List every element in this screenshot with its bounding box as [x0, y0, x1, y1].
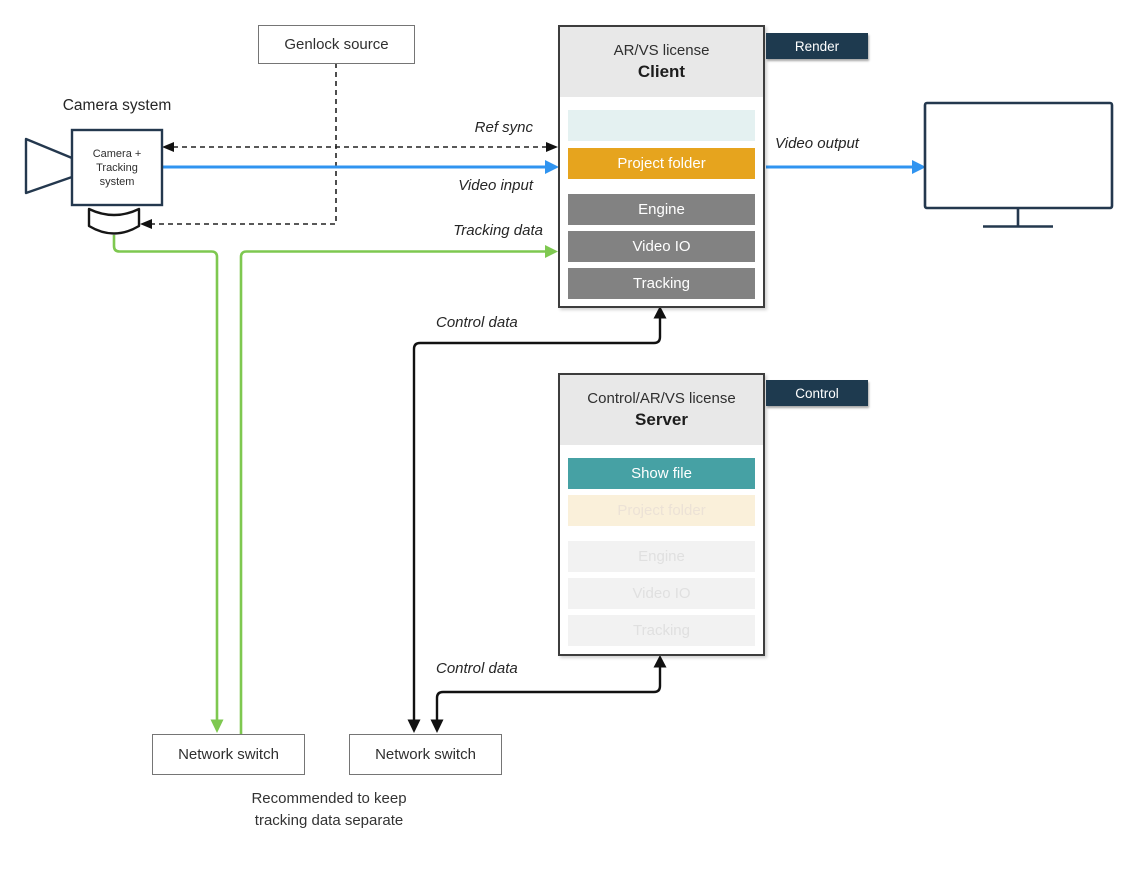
network-switch-left-label: Network switch	[178, 746, 279, 763]
ref-sync-label: Ref sync	[474, 119, 533, 136]
server-rows: Show file Project folder Engine Video IO…	[560, 445, 763, 646]
server-panel: Control/AR/VS license Server Show file P…	[558, 373, 765, 656]
server-row-show-file: Show file	[568, 458, 755, 489]
genlock-arrowhead	[140, 219, 152, 229]
control-arrowhead-server	[653, 655, 667, 668]
server-row-tracking: Tracking	[568, 615, 755, 646]
control-data-bottom-label: Control data	[436, 660, 518, 677]
client-license-label: AR/VS license	[613, 42, 710, 59]
control-arrowhead-switch-2	[430, 719, 444, 733]
video-output-label: Video output	[775, 135, 859, 152]
tracking-arrowhead-client	[545, 245, 558, 258]
video-input-label: Video input	[458, 177, 533, 194]
monitor-icon	[923, 101, 1114, 228]
control-arrowhead-switch-1	[407, 719, 421, 733]
video-output-arrowhead	[912, 160, 926, 174]
server-role-label: Server	[635, 410, 688, 429]
tracking-line-switch-to-client	[239, 250, 545, 734]
control-line-server	[435, 665, 662, 720]
client-row-empty-slot	[568, 110, 755, 141]
camera-icon	[24, 128, 164, 235]
server-row-engine: Engine	[568, 541, 755, 572]
client-row-video-io: Video IO	[568, 231, 755, 262]
server-license-label: Control/AR/VS license	[587, 390, 736, 407]
render-tag: Render	[766, 33, 868, 59]
genlock-source-label: Genlock source	[284, 36, 389, 53]
camera-lens-shape	[24, 137, 74, 195]
network-switch-left-box: Network switch	[152, 734, 305, 775]
server-panel-header: Control/AR/VS license Server	[560, 375, 763, 445]
client-panel: AR/VS license Client Project folder Engi…	[558, 25, 765, 308]
client-row-tracking: Tracking	[568, 268, 755, 299]
server-row-video-io: Video IO	[568, 578, 755, 609]
camera-box-label: Camera + Tracking system	[92, 147, 142, 188]
camera-body-shape	[70, 128, 164, 207]
control-line-client	[412, 316, 662, 720]
control-data-top-label: Control data	[436, 314, 518, 331]
client-row-engine: Engine	[568, 194, 755, 225]
video-input-arrowhead	[545, 160, 559, 174]
client-role-label: Client	[637, 62, 686, 81]
genlock-source-box: Genlock source	[258, 25, 415, 64]
control-arrowhead-client	[653, 306, 667, 319]
network-switch-right-box: Network switch	[349, 734, 502, 775]
control-tag: Control	[766, 380, 868, 406]
monitor-stand	[983, 208, 1053, 228]
network-switch-right-label: Network switch	[375, 746, 476, 763]
genlock-sync-line	[152, 63, 337, 225]
ref-sync-arrowhead-left	[162, 142, 174, 152]
client-rows: Project folder Engine Video IO Tracking	[560, 97, 763, 299]
camera-system-title: Camera system	[62, 97, 172, 114]
client-panel-header: AR/VS license Client	[560, 27, 763, 97]
ref-sync-arrowhead-right	[546, 142, 558, 152]
tracking-data-label: Tracking data	[453, 222, 543, 239]
server-row-project-folder: Project folder	[568, 495, 755, 526]
client-row-project-folder: Project folder	[568, 148, 755, 179]
tracking-line-camera-to-switch	[112, 235, 219, 720]
tracking-arrowhead-switch	[210, 719, 224, 733]
tracking-note: Recommended to keep tracking data separa…	[251, 790, 407, 829]
monitor-screen	[923, 101, 1114, 210]
camera-mount-shape	[87, 207, 141, 235]
